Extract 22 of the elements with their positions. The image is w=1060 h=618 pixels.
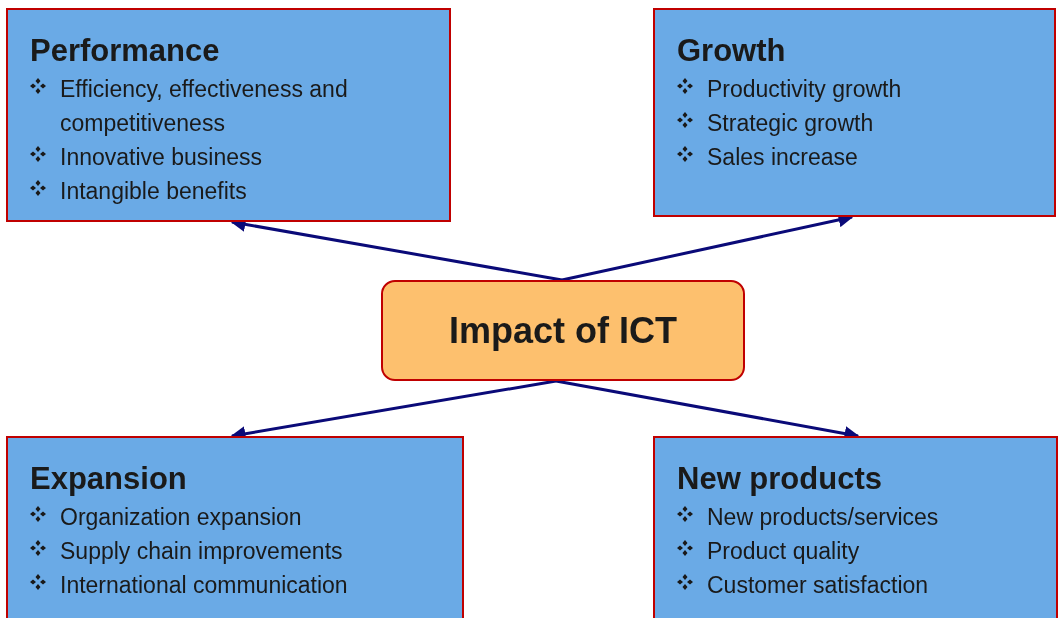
bullet-text: International communication	[60, 571, 348, 600]
bullet-text: Sales increase	[707, 143, 858, 172]
bullet-text: Supply chain improvements	[60, 537, 343, 566]
central-title: Impact of ICT	[449, 308, 677, 353]
bullet-text: Product quality	[707, 537, 860, 566]
bullet-text: Intangible benefits	[60, 177, 247, 206]
bullet-text: Innovative business	[60, 143, 262, 172]
category-box	[6, 436, 464, 618]
box-heading: New products	[677, 460, 883, 498]
central-box	[381, 280, 745, 381]
bullet-text: Strategic growth	[707, 109, 874, 138]
box-heading: Growth	[677, 32, 787, 70]
bullet-text: Customer satisfaction	[707, 571, 929, 600]
category-box	[6, 8, 451, 222]
bullet-text: Productivity growth	[707, 75, 902, 104]
bullet-text: New products/services	[707, 503, 939, 532]
box-heading: Expansion	[30, 460, 188, 498]
bullet-text: Efficiency, effectiveness and competitiveness	[60, 75, 349, 138]
box-heading: Performance	[30, 32, 221, 70]
bullet-text: Organization expansion	[60, 503, 302, 532]
category-box	[653, 8, 1056, 217]
category-box	[653, 436, 1058, 618]
